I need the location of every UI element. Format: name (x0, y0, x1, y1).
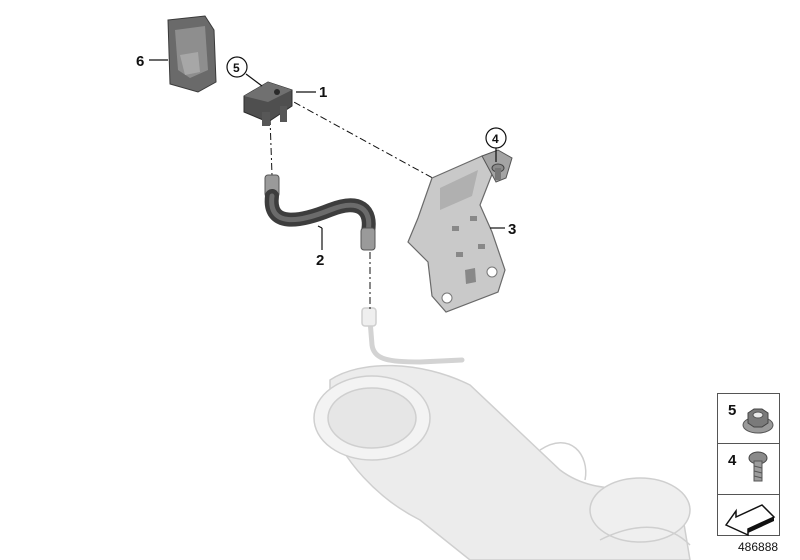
legend-item-4-number: 4 (728, 452, 737, 469)
part-2-hose[interactable] (264, 174, 376, 251)
callout-2: 2 (316, 252, 324, 269)
part-4-screw[interactable] (491, 163, 505, 180)
screw-icon (748, 451, 768, 482)
callout-5-circle (226, 56, 248, 78)
legend-item-5-number: 5 (728, 402, 737, 419)
exhaust-filter-ghost (313, 364, 691, 560)
legend-item-5[interactable]: 5 (717, 393, 780, 444)
callout-1: 1 (319, 84, 327, 101)
callout-6: 6 (136, 53, 144, 70)
legend-item-arrow (717, 494, 780, 537)
legend-item-4[interactable]: 4 (717, 443, 780, 495)
flange-nut-icon (742, 408, 774, 434)
callout-4-circle (485, 127, 507, 149)
part-3-bracket[interactable] (407, 149, 513, 313)
assembly-lines (269, 94, 441, 310)
leader-lines (149, 59, 505, 250)
callout-5: 5 (233, 61, 240, 75)
callout-3: 3 (508, 221, 516, 238)
diagram-id: 486888 (738, 540, 779, 554)
part-1-pressure-sensor[interactable] (243, 81, 293, 126)
callout-4: 4 (492, 132, 499, 146)
part-6-holder[interactable] (167, 15, 217, 93)
direction-arrow-icon (724, 504, 776, 537)
pipe-fitting-ghost (361, 307, 377, 327)
pressure-pipe-ghost (367, 317, 465, 365)
